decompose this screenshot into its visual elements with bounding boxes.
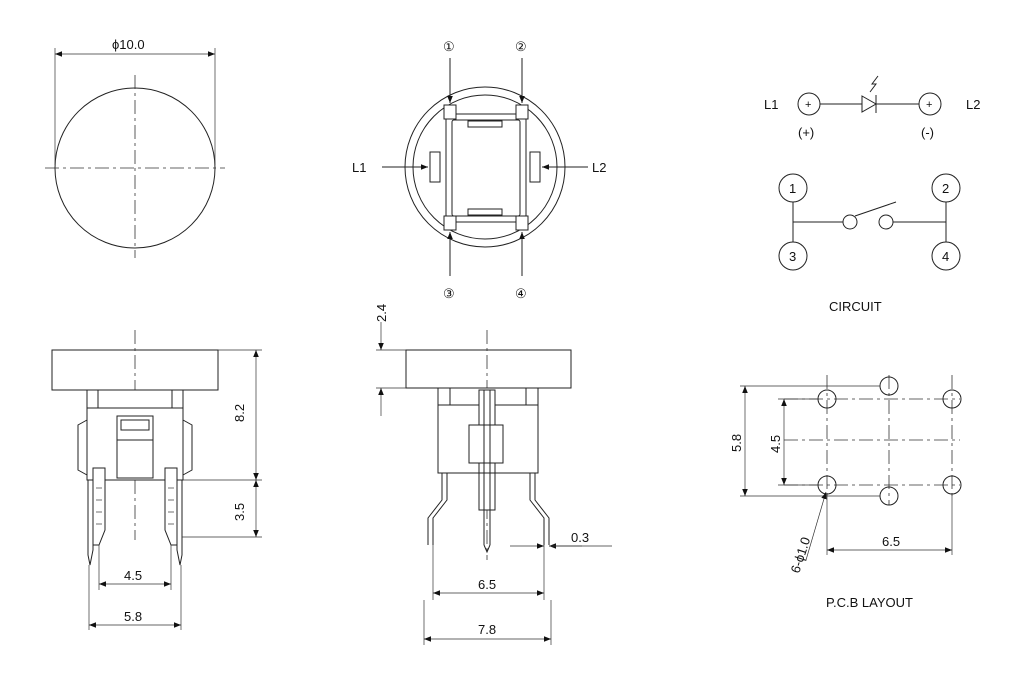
circuit-l1-label: L1 [764, 97, 778, 112]
hole-spec-label: 6-ϕ1.0 [788, 535, 814, 575]
switch-pin4: 4 [942, 249, 949, 264]
pin-view: ① ② ③ ④ L1 L2 [352, 39, 606, 301]
led-l1-label: L1 [352, 160, 366, 175]
side-view: 2.4 0.3 6.5 7.8 [374, 304, 612, 645]
minus-polarity-label: (-) [921, 125, 934, 140]
diameter-label: ϕ10.0 [112, 37, 145, 52]
cap-thickness-label: 2.4 [374, 304, 389, 322]
circuit-caption: CIRCUIT [829, 299, 882, 314]
led-plus-symbol: + [805, 99, 811, 111]
switch-circuit: 1 2 3 4 CIRCUIT [778, 173, 961, 314]
total-width-label: 7.8 [478, 622, 496, 637]
front-view: 8.2 3.5 4.5 5.8 [51, 330, 262, 630]
outer-width-label: 5.8 [124, 609, 142, 624]
pcb-height-outer-label: 5.8 [729, 434, 744, 452]
pin-thickness-label: 0.3 [571, 530, 589, 545]
pin2-label: ② [515, 39, 527, 54]
inner-width-label: 4.5 [124, 568, 142, 583]
pin1-label: ① [443, 39, 455, 54]
pcb-height-inner-label: 4.5 [768, 435, 783, 453]
led-l2-label: L2 [592, 160, 606, 175]
led-minus-terminal-symbol: + [926, 99, 932, 111]
switch-pin1: 1 [789, 181, 796, 196]
pin-pitch-label: 6.5 [478, 577, 496, 592]
switch-pin3: 3 [789, 249, 796, 264]
height-lower-label: 3.5 [232, 503, 247, 521]
plus-polarity-label: (+) [798, 125, 814, 140]
pcb-pitch-label: 6.5 [882, 534, 900, 549]
switch-pin2: 2 [942, 181, 949, 196]
pcb-layout: 5.8 4.5 6-ϕ1.0 6.5 P.C.B LAYOUT [729, 375, 962, 610]
circuit-l2-label: L2 [966, 97, 980, 112]
pin3-label: ③ [443, 286, 455, 301]
pcb-caption: P.C.B LAYOUT [826, 595, 913, 610]
led-circuit: + + L1 L2 (+) (-) [764, 75, 980, 140]
height-upper-label: 8.2 [232, 404, 247, 422]
pin4-label: ④ [515, 286, 527, 301]
top-view: ϕ10.0 [45, 37, 225, 258]
